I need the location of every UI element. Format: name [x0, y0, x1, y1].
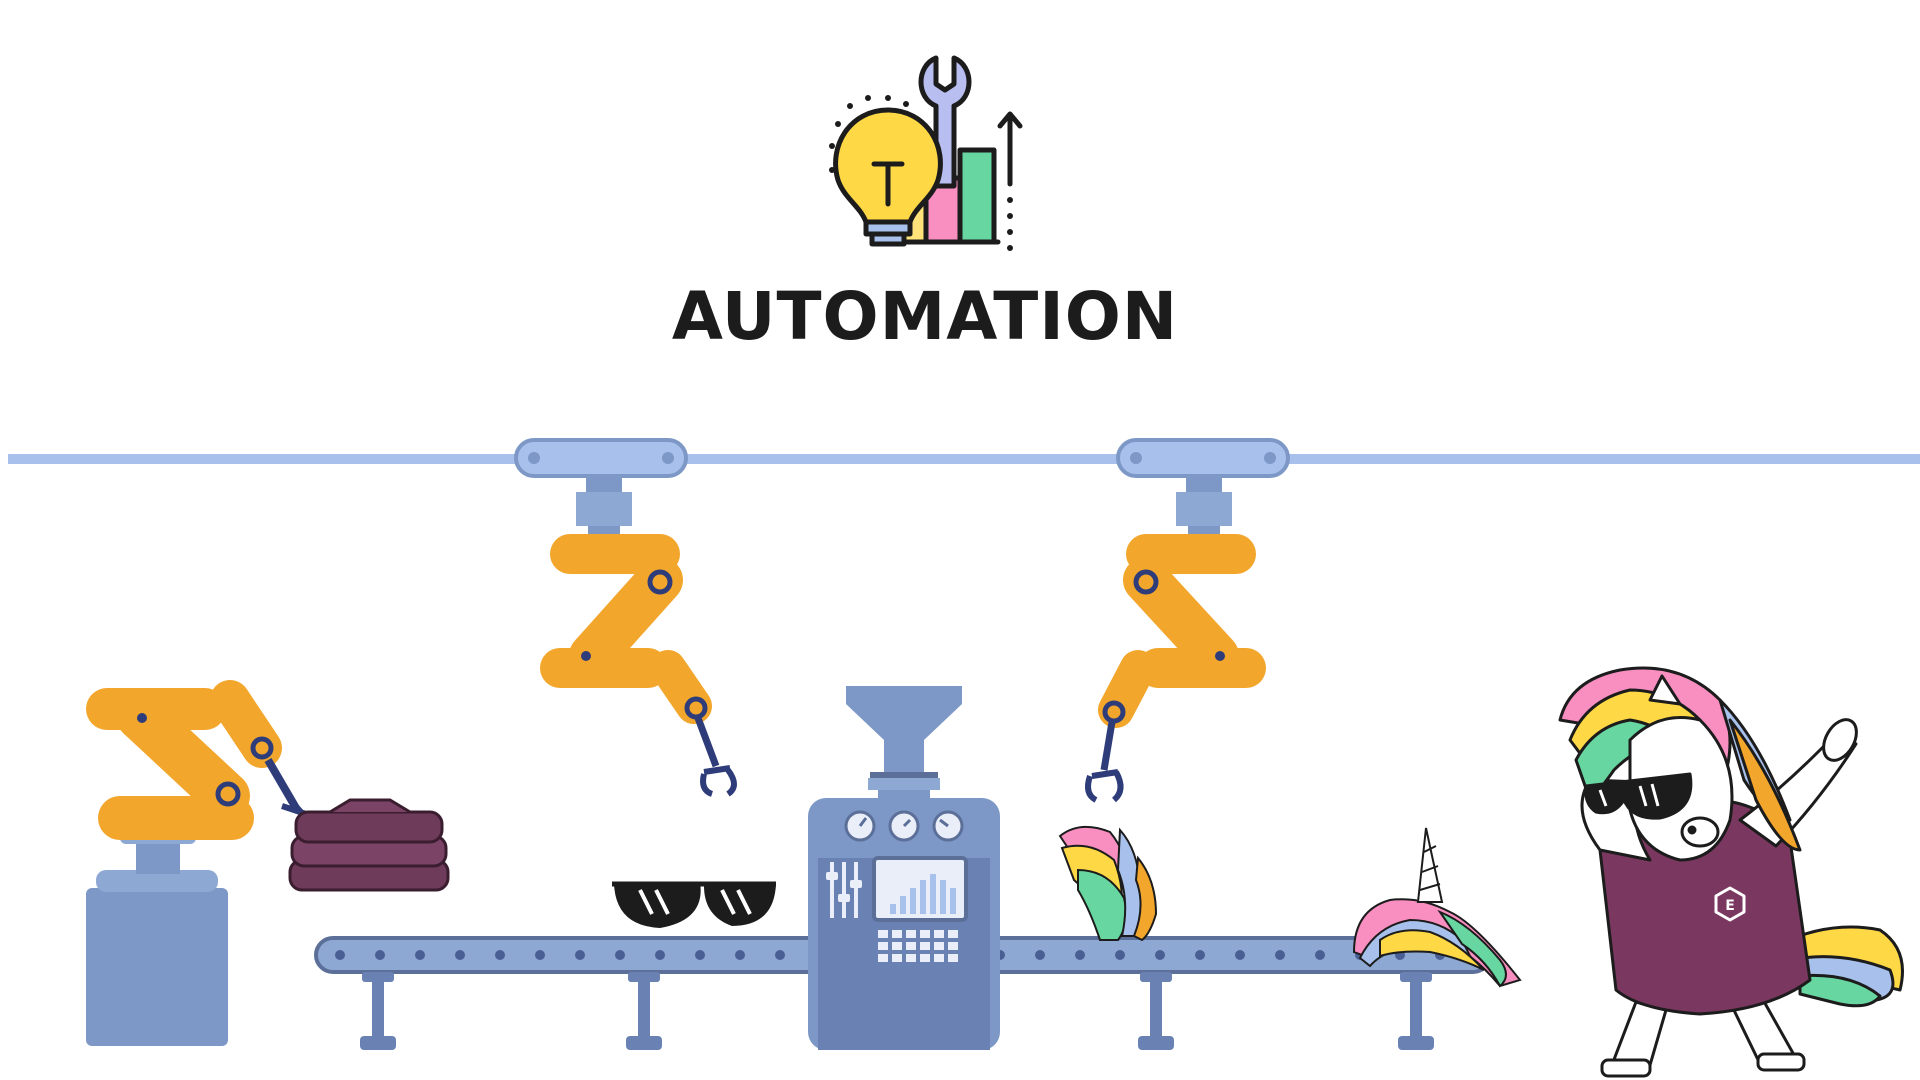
shirt-badge-letter: E — [1725, 898, 1735, 914]
page-title: AUTOMATION — [671, 278, 1179, 355]
folded-shirts-stack — [288, 798, 450, 892]
arrow-up-icon — [997, 111, 1023, 187]
overhead-robot-arm-left — [514, 438, 737, 797]
conveyor-legs — [360, 972, 1434, 1050]
bar-green — [957, 147, 997, 245]
conveyor-rollers — [335, 950, 1445, 960]
slider-controls — [826, 862, 862, 918]
processing-machine — [808, 686, 1000, 1050]
rainbow-wing-piece — [1058, 825, 1158, 942]
machine-keypad — [878, 930, 958, 962]
shirt-badge-icon: E — [1714, 886, 1746, 922]
screen-bars — [890, 874, 956, 914]
sunglasses-icon — [612, 881, 776, 928]
overhead-robot-arm-right — [1085, 438, 1290, 803]
floor-robot-arm — [86, 680, 319, 1046]
automation-icon — [829, 55, 1023, 251]
idea-sparkle-dots — [829, 95, 1013, 251]
dabbing-unicorn-mascot: E — [1558, 666, 1904, 1078]
wrench-icon — [918, 55, 972, 189]
unicorn-horn-piece — [1352, 827, 1522, 988]
lightbulb-icon — [833, 107, 943, 247]
